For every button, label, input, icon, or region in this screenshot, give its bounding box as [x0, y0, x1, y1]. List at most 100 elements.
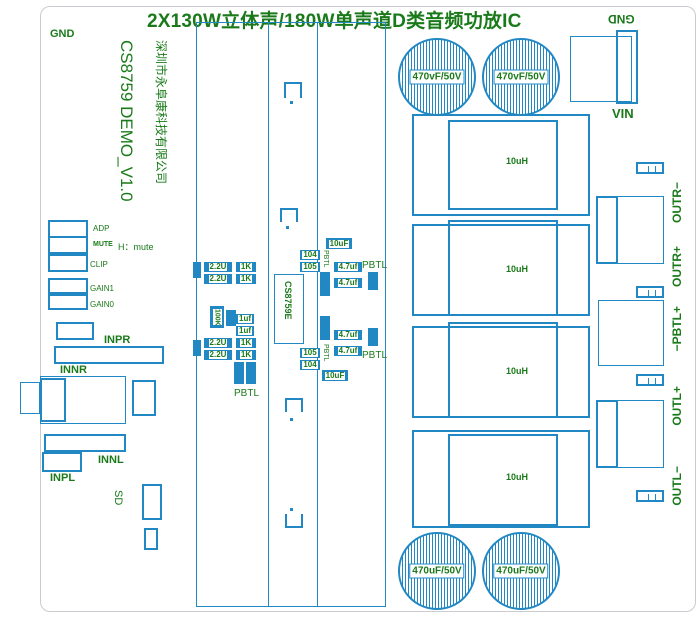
clip-label: CLIP	[90, 260, 108, 269]
outr-plus-label: OUTR+	[670, 246, 684, 288]
electrolytic-cap-2: 470vF/50V	[482, 38, 560, 116]
resistor-1k-3: 1K	[236, 338, 256, 348]
outl-minus-label: OUTL−	[670, 466, 684, 506]
audio-jack-pin-2	[132, 380, 156, 416]
cap-2u2-1: 2.2U	[204, 262, 232, 272]
cap-4u7-4: 4.7uf	[334, 346, 362, 356]
mount-marker	[284, 82, 302, 98]
inpl-label: INPL	[50, 472, 76, 484]
pbtl-output-label: −PBTL+	[670, 306, 684, 352]
sd-label: SD	[112, 490, 124, 506]
cap-2u2-3: 2.2U	[204, 338, 232, 348]
inpl-header[interactable]	[42, 452, 82, 472]
company-name: 深圳市永阜康科技有限公司	[154, 40, 168, 185]
nc0r-left-2	[246, 362, 256, 384]
smd-pad-2	[636, 286, 664, 298]
sd-pad[interactable]	[144, 528, 158, 550]
cap-1uf-2: 1uf	[236, 326, 254, 336]
jack-plug	[20, 382, 40, 414]
resistor	[193, 340, 201, 356]
pbtl-small-top: PBTL	[322, 250, 329, 268]
resistor-105-bottom: 105	[300, 348, 320, 358]
nc0r-left-1	[234, 362, 244, 384]
speaker-terminal-l[interactable]	[596, 400, 618, 468]
resistor-1k-4: 1K	[236, 350, 256, 360]
gain0-label: GAIN0	[90, 300, 115, 309]
pbtl-label-left: PBTL	[234, 388, 260, 399]
pcb-board-outline	[40, 6, 696, 612]
gain1-header[interactable]	[48, 278, 88, 294]
nc0r-bottom	[320, 316, 330, 340]
pbtl-label-right-top: PBTL	[362, 260, 388, 271]
heatsink-center	[268, 22, 318, 607]
mount-marker	[285, 514, 303, 528]
mute-note: H：mute	[118, 242, 154, 252]
board-name-block: CS8759 DEMO_V1.0	[116, 40, 138, 240]
electrolytic-cap-3: 470uF/50V	[398, 532, 476, 610]
nc0r-top	[320, 272, 330, 296]
cap-10uf-bottom: 10uF	[322, 370, 348, 381]
resistor-1k-2: 1K	[236, 274, 256, 284]
small-header[interactable]	[56, 322, 94, 340]
mute-label: MUTE	[93, 241, 113, 248]
cap-4u7-2: 4.7uf	[334, 278, 362, 288]
board-name: CS8759 DEMO_V1.0	[117, 40, 136, 202]
vin-label: VIN	[612, 106, 634, 121]
resistor-105-top: 105	[300, 262, 320, 272]
gain1-label: GAIN1	[90, 284, 115, 293]
clip-header[interactable]	[48, 254, 88, 272]
inductor-outl-plus: 10uH	[412, 322, 590, 418]
pbtl-label-right-bottom: PBTL	[362, 350, 388, 361]
cap-1uf-1: 1uf	[236, 314, 254, 324]
smd-pad-3	[636, 374, 664, 386]
board-title: 2X130W立体声/180W单声道D类音频功放IC	[147, 11, 522, 32]
smd-pad-4	[636, 490, 664, 502]
mount-marker	[285, 398, 303, 412]
resistor-104-bottom: 104	[300, 360, 320, 370]
cap-10uf-top: 10uF	[326, 238, 352, 249]
speaker-terminal-r[interactable]	[596, 196, 618, 264]
cap-2u2-2: 2.2U	[204, 274, 232, 284]
mount-dot	[290, 508, 293, 511]
electrolytic-cap-1: 470vF/50V	[398, 38, 476, 116]
resistor-1k-right-top	[368, 272, 378, 290]
resistor-104-top: 104	[300, 250, 320, 260]
electrolytic-cap-4: 470uF/50V	[482, 532, 560, 610]
inpr-header[interactable]	[54, 346, 164, 364]
resistor	[193, 262, 201, 278]
adp-label: ADP	[93, 224, 110, 233]
sd-header[interactable]	[142, 484, 162, 520]
mount-dot	[290, 101, 293, 104]
cap-2u2-4: 2.2U	[204, 350, 232, 360]
mute-header[interactable]	[48, 236, 88, 254]
chip-label: CS8759E	[283, 281, 293, 320]
vin-terminal[interactable]	[616, 30, 638, 104]
gnd-left-label: GND	[50, 28, 75, 40]
gain0-header[interactable]	[48, 294, 88, 310]
outr-minus-label: OUTR−	[670, 182, 684, 224]
cap-4u7-1: 4.7uf	[334, 262, 362, 272]
pbtl-small-bottom: PBTL	[322, 344, 329, 362]
mount-marker	[280, 208, 298, 222]
mount-dot	[286, 226, 289, 229]
resistor-1k-right-bottom	[368, 328, 378, 346]
audio-jack-pin-1	[40, 378, 66, 422]
resistor-100k: 100K	[210, 306, 224, 328]
resistor-1k-1: 1K	[236, 262, 256, 272]
pbtl-connector	[598, 300, 664, 366]
mount-dot	[290, 418, 293, 421]
cap-4u7-3: 4.7uf	[334, 330, 362, 340]
innl-header[interactable]	[44, 434, 126, 452]
outl-plus-label: OUTL+	[670, 386, 684, 426]
amplifier-chip: CS8759E	[274, 274, 304, 344]
inpr-label: INPR	[104, 334, 131, 346]
inductor-outr-plus: 10uH	[412, 220, 590, 316]
vin-connector-outline	[570, 36, 632, 102]
cap-small	[226, 310, 236, 326]
gnd-right-label: GND	[608, 12, 635, 26]
smd-pad-1	[636, 162, 664, 174]
inductor-outl-minus: 10uH	[412, 430, 590, 528]
inductor-outr-minus: 10uH	[412, 114, 590, 216]
innr-label: INNR	[60, 364, 87, 376]
innl-label: INNL	[98, 454, 124, 466]
